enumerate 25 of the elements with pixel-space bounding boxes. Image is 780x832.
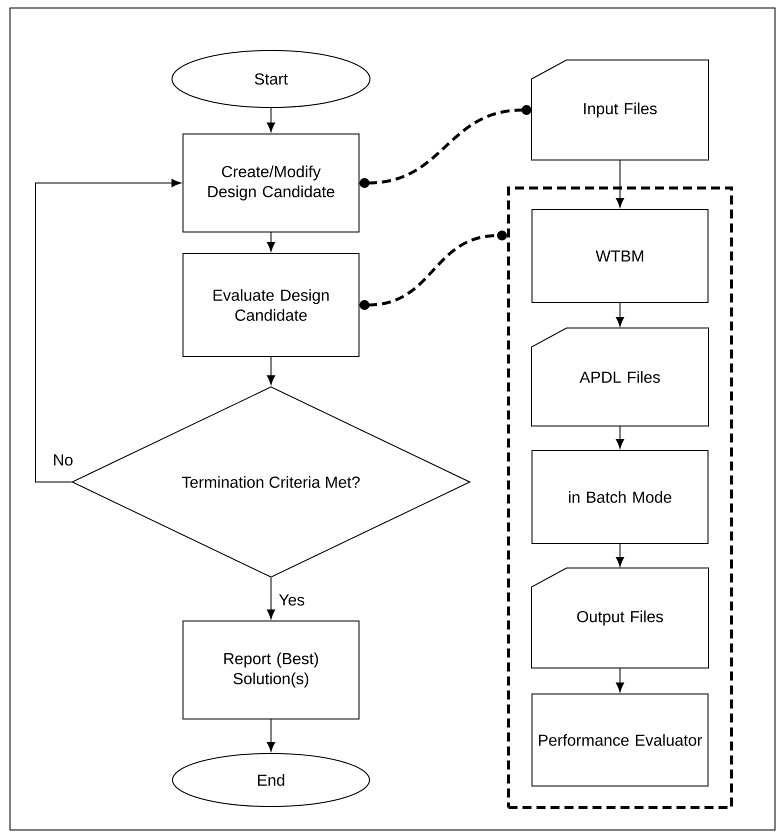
document-box: APDL Files — [531, 328, 709, 426]
dashed-group-box — [507, 186, 733, 809]
process-box: WTBM — [532, 209, 708, 303]
arrow — [616, 302, 624, 327]
arrow — [266, 719, 276, 752]
arrow — [616, 426, 624, 449]
process-box: Evaluate Design Candidate — [182, 253, 360, 357]
edge-label: No — [54, 454, 73, 466]
arrow — [266, 356, 276, 385]
arrow — [616, 160, 624, 208]
process-box: Performance Evaluator — [532, 694, 708, 786]
arrow — [616, 668, 624, 692]
process-box: Report (Best) Solution(s) — [182, 620, 360, 720]
arrow — [616, 544, 624, 567]
document-box: Output Files — [531, 568, 709, 668]
arrow — [35, 178, 182, 482]
process-box: in Batch Mode — [532, 450, 708, 544]
arrow — [266, 108, 276, 132]
arrow — [360, 230, 507, 310]
edge-label: Yes — [279, 594, 304, 606]
arrow — [266, 577, 276, 620]
document-box: Input Files — [531, 60, 709, 160]
arrow — [360, 105, 532, 188]
process-box: Create/Modify Design Candidate — [182, 134, 360, 232]
arrow — [266, 232, 276, 252]
